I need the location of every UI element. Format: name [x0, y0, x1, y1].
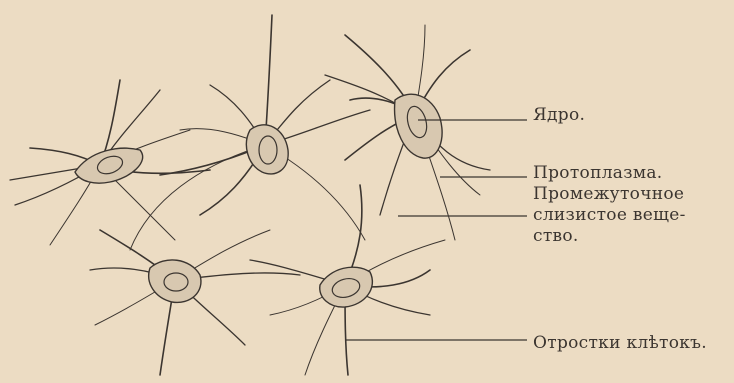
- label-intercellular-line1: Промежуточное: [533, 184, 686, 205]
- label-intercellular-line2: слизистое веще-: [533, 205, 686, 226]
- cell-body: [149, 260, 201, 302]
- cell-body: [320, 267, 373, 307]
- cell-processes: [10, 15, 490, 375]
- label-intercellular-line3: ство.: [533, 226, 686, 247]
- label-protoplasm: Протоплазма.: [533, 163, 662, 184]
- label-nucleus: Ядро.: [533, 105, 585, 126]
- cell-body: [75, 148, 143, 183]
- label-intercellular-substance: Промежуточное слизистое веще- ство.: [533, 184, 686, 247]
- label-cell-processes: Отростки клѣтокъ.: [533, 333, 707, 354]
- cell-process: [130, 145, 265, 250]
- cell-body: [246, 125, 288, 174]
